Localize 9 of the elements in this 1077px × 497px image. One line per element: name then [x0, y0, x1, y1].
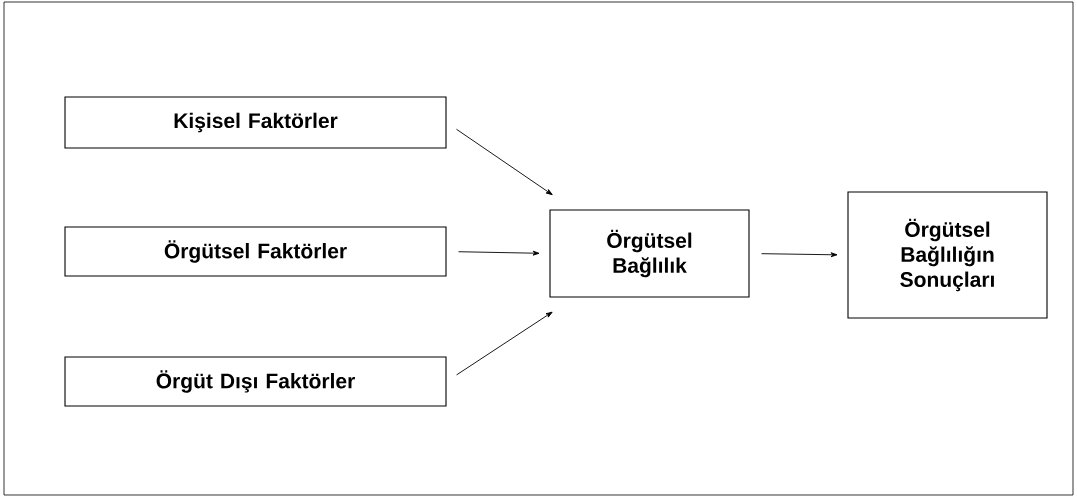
- box: Örgüt Dışı Faktörler: [64, 356, 447, 407]
- box: Örgütsel Bağlılık: [549, 209, 750, 298]
- box: Örgütsel Faktörler: [64, 226, 447, 277]
- box: Örgütsel Bağlılığın Sonuçları: [847, 191, 1048, 319]
- arrow: [761, 252, 838, 258]
- arrow: [456, 311, 553, 376]
- arrow: [458, 250, 540, 256]
- box: Kişisel Faktörler: [64, 96, 447, 149]
- arrow: [456, 128, 553, 196]
